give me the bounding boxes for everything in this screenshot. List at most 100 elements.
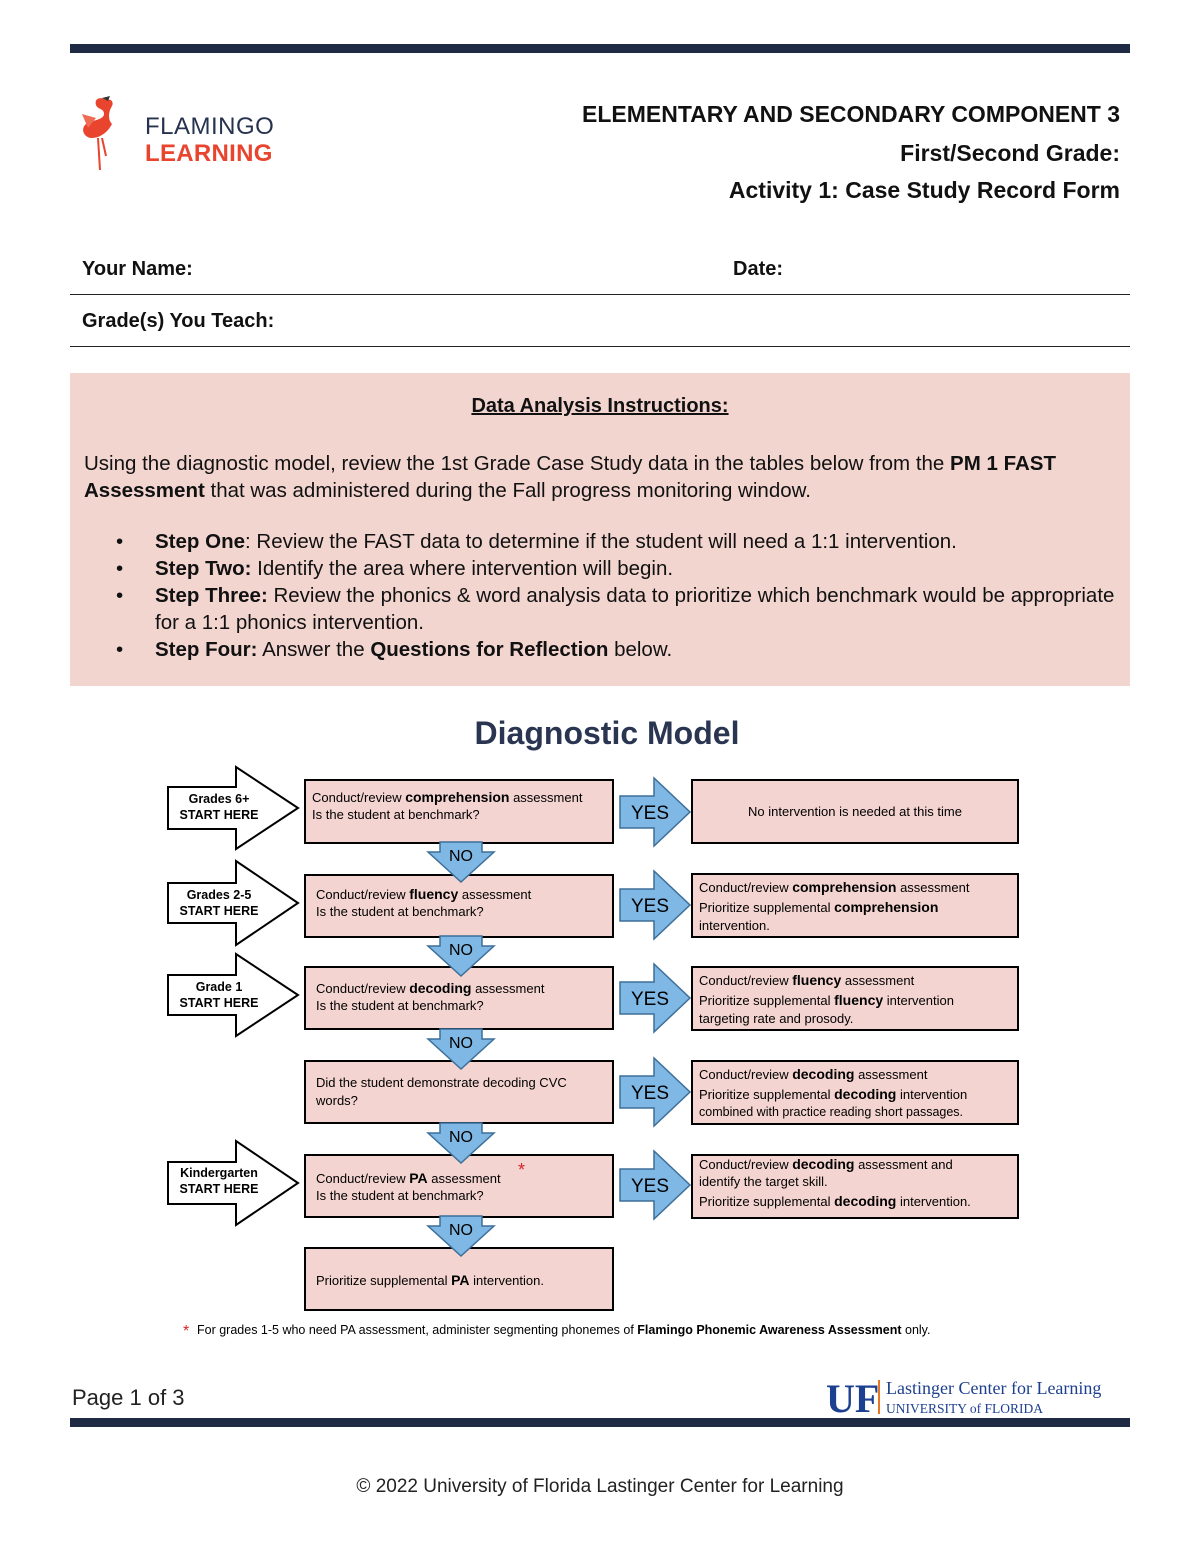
outcome-keyword: decoding	[792, 1156, 854, 1172]
outcome-box-no-intervention: No intervention is needed at this time	[691, 779, 1019, 844]
outcome-text: Conduct/review	[699, 880, 792, 895]
outcome-text: intervention.	[699, 918, 770, 933]
box-keyword: PA	[451, 1272, 469, 1288]
start-label: START HERE	[180, 808, 259, 822]
outcome-keyword: comprehension	[792, 879, 896, 895]
outcome-text: intervention	[896, 1087, 967, 1102]
outcome-keyword: fluency	[834, 992, 883, 1008]
svg-text:Prioritize supplemental decodi: Prioritize supplemental decoding interve…	[699, 1086, 967, 1102]
outcome-text: Conduct/review	[699, 1067, 792, 1082]
outcome-text: assessment	[841, 973, 914, 988]
asterisk-icon: *	[518, 1160, 525, 1180]
yes-label: YES	[631, 989, 669, 1010]
step-text: Identify the area where intervention wil…	[251, 557, 674, 580]
decision-box-comprehension: Conduct/review comprehension assessment …	[304, 779, 614, 844]
outcome-text: targeting rate and prosody.	[699, 1011, 853, 1026]
intro-text: Using the diagnostic model, review the 1…	[84, 452, 951, 475]
steps-list: • Step One: Review the FAST data to deter…	[84, 528, 1119, 663]
decision-box-fluency: Conduct/review fluency assessment Is the…	[304, 874, 614, 938]
footnote-assessment: Flamingo Phonemic Awareness Assessment	[637, 1323, 902, 1337]
start-label: Grades 6+	[189, 792, 250, 806]
box-text: Conduct/review	[316, 1171, 409, 1186]
step-label: Step Two:	[155, 557, 252, 580]
outcome-text: intervention.	[896, 1194, 970, 1209]
start-arrow-grades-2-5: Grades 2-5 START HERE	[167, 859, 300, 947]
box-text: Conduct/review	[316, 887, 409, 902]
start-label: START HERE	[180, 1182, 259, 1196]
diagram-title: Diagnostic Model	[475, 715, 740, 751]
box-keyword: PA	[409, 1170, 427, 1186]
box-question: words?	[315, 1093, 358, 1108]
no-arrow: NO	[426, 1028, 496, 1071]
box-text: Prioritize supplemental	[316, 1273, 451, 1288]
start-arrow-kindergarten: Kindergarten START HERE	[167, 1139, 300, 1227]
step-item: •Step Three: Review the phonics & word a…	[84, 582, 1119, 636]
no-label: NO	[449, 848, 473, 865]
svg-text:Conduct/review decoding assess: Conduct/review decoding assessment	[699, 1066, 928, 1082]
box-keyword: decoding	[409, 980, 471, 996]
logo-text-flamingo: FLAMINGO	[145, 113, 275, 140]
box-text: Conduct/review	[312, 790, 405, 805]
uf-lastinger-logo: UF Lastinger Center for Learning UNIVERS…	[826, 1376, 1101, 1418]
outcome-text: identify the target skill.	[699, 1174, 828, 1189]
final-box-pa-intervention: Prioritize supplemental PA intervention.	[304, 1247, 614, 1311]
center-name: Lastinger Center for Learning	[886, 1378, 1101, 1398]
outcome-text: combined with practice reading short pas…	[699, 1105, 963, 1119]
outcome-text: intervention	[883, 993, 954, 1008]
outcome-keyword: decoding	[834, 1086, 896, 1102]
no-label: NO	[449, 1129, 473, 1146]
box-text: Conduct/review	[316, 981, 409, 996]
footnote-text: only.	[902, 1323, 931, 1337]
no-arrow: NO	[426, 841, 496, 884]
uf-divider	[878, 1380, 880, 1414]
step-text: Answer the	[257, 638, 371, 661]
step-label: Step One	[155, 530, 245, 553]
svg-text:Conduct/review decoding assess: Conduct/review decoding assessment	[316, 980, 545, 996]
outcome-keyword: decoding	[834, 1193, 896, 1209]
outcome-box-decoding: Conduct/review decoding assessment Prior…	[691, 1060, 1019, 1125]
document-subtitle: First/Second Grade:	[900, 140, 1120, 166]
step-text: : Review the FAST data to determine if t…	[245, 530, 957, 553]
start-arrow-grade-1: Grade 1 START HERE	[167, 952, 300, 1038]
bottom-divider-bar	[70, 1418, 1130, 1427]
svg-text:Conduct/review decoding assess: Conduct/review decoding assessment and	[699, 1156, 953, 1172]
box-text: assessment	[458, 887, 531, 902]
asterisk-icon: *	[183, 1323, 189, 1340]
outcome-text: No intervention is needed at this time	[748, 804, 962, 819]
instructions-panel: Data Analysis Instructions: Using the di…	[70, 373, 1130, 686]
box-keyword: comprehension	[405, 789, 509, 805]
bullet-icon: •	[116, 638, 124, 661]
grades-taught-label: Grade(s) You Teach:	[82, 310, 275, 332]
copyright-notice: © 2022 University of Florida Lastinger C…	[356, 1476, 844, 1497]
name-label: Your Name:	[82, 258, 193, 280]
box-keyword: fluency	[409, 886, 458, 902]
svg-text:Prioritize supplemental decodi: Prioritize supplemental decoding interve…	[699, 1193, 971, 1209]
start-arrow-grades-6: Grades 6+ START HERE	[167, 765, 300, 851]
bullet-icon: •	[116, 584, 124, 607]
step-item: •Step Four: Answer the Questions for Ref…	[84, 636, 1119, 663]
svg-text:Prioritize supplemental PA int: Prioritize supplemental PA intervention.	[316, 1272, 544, 1288]
grades-field-line[interactable]	[70, 346, 1130, 347]
logo-text-learning: LEARNING	[145, 140, 273, 167]
yes-label: YES	[631, 896, 669, 917]
diagnostic-model-diagram: Diagnostic Model Grades 6+ START HERE Gr…	[167, 715, 1019, 1340]
svg-text:Prioritize supplemental compre: Prioritize supplemental comprehension	[699, 899, 938, 915]
outcome-text: Prioritize supplemental	[699, 900, 834, 915]
bullet-icon: •	[116, 557, 124, 580]
yes-label: YES	[631, 1083, 669, 1104]
step-item: • Step Two: Identify the area where inter…	[84, 555, 1119, 582]
decision-box-decoding: Conduct/review decoding assessment Is th…	[304, 966, 614, 1030]
bullet-icon: •	[116, 530, 124, 553]
start-label: Grade 1	[196, 980, 243, 994]
footnote-text: For grades 1-5 who need PA assessment, a…	[197, 1323, 637, 1337]
yes-label: YES	[631, 1176, 669, 1197]
no-label: NO	[449, 1035, 473, 1052]
date-label: Date:	[733, 258, 784, 280]
document-title: ELEMENTARY AND SECONDARY COMPONENT 3	[582, 101, 1120, 127]
outcome-text: Prioritize supplemental	[699, 1087, 834, 1102]
decision-box-pa: Conduct/review PA assessment Is the stud…	[304, 1154, 614, 1218]
step-item: • Step One: Review the FAST data to deter…	[84, 528, 1119, 555]
name-field-line[interactable]	[70, 294, 1130, 295]
box-text: assessment	[509, 790, 582, 805]
box-question: Is the student at benchmark?	[316, 998, 484, 1013]
